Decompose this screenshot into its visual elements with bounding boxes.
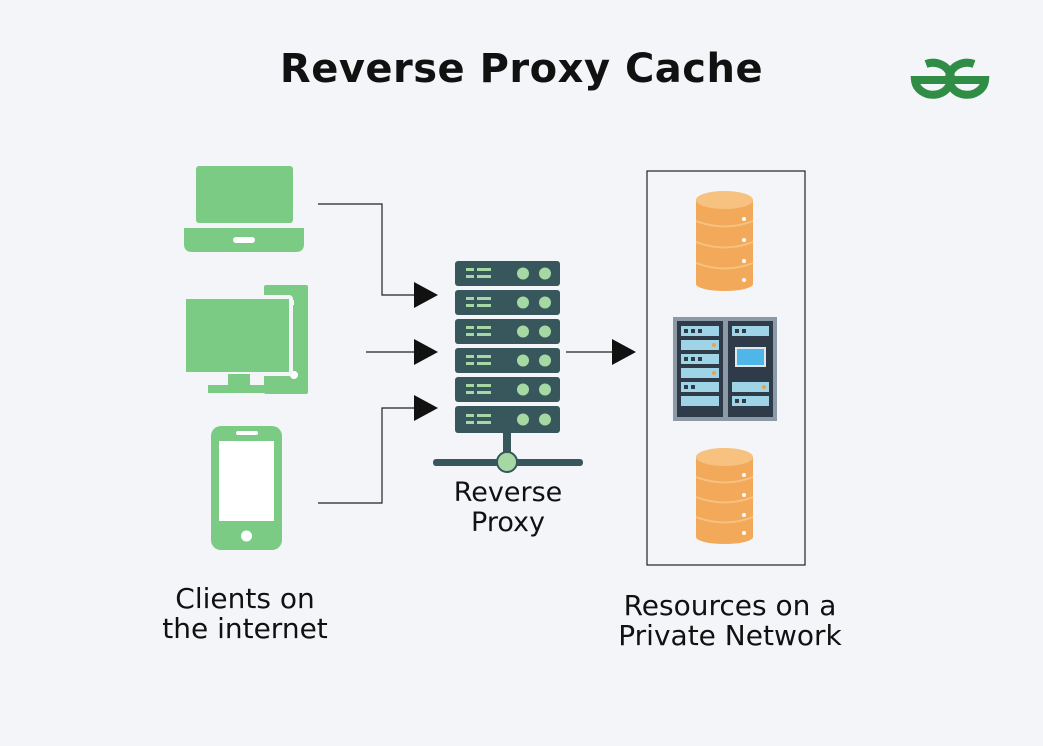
laptop-icon (184, 166, 304, 252)
arrow-phone-to-proxy (414, 395, 438, 421)
resources-label: Resources on a Private Network (585, 591, 875, 651)
server-unit (455, 261, 560, 286)
server-rack-icon (433, 261, 583, 473)
desktop-computer-icon (182, 285, 308, 394)
arrowheads (414, 282, 636, 421)
reverse-proxy-label: Reverse Proxy (418, 478, 598, 538)
resources-label-line1: Resources on a (623, 589, 837, 622)
resources-label-line2: Private Network (618, 619, 842, 652)
private-network-box (646, 170, 806, 566)
server-unit (455, 319, 560, 344)
arrow-proxy-to-resources (612, 339, 636, 365)
smartphone-icon (211, 426, 282, 550)
database-icon (695, 191, 754, 291)
clients-label: Clients on the internet (120, 584, 370, 644)
clients-label-line1: Clients on (175, 582, 315, 615)
database-icon (695, 448, 754, 544)
server-unit (455, 406, 560, 433)
arrow-desktop-to-proxy (414, 339, 438, 365)
reverse-proxy-label-line2: Proxy (471, 507, 545, 538)
server-unit (455, 290, 560, 315)
page-title: Reverse Proxy Cache (279, 46, 764, 92)
connector-lines (318, 203, 614, 504)
reverse-proxy-label-line1: Reverse (453, 477, 563, 508)
clients-label-line2: the internet (162, 612, 328, 645)
arrow-laptop-to-proxy (414, 282, 438, 308)
gfg-logo (910, 58, 990, 99)
server-unit (455, 348, 560, 373)
server-cabinet-icon (673, 317, 777, 421)
server-unit (455, 377, 560, 402)
